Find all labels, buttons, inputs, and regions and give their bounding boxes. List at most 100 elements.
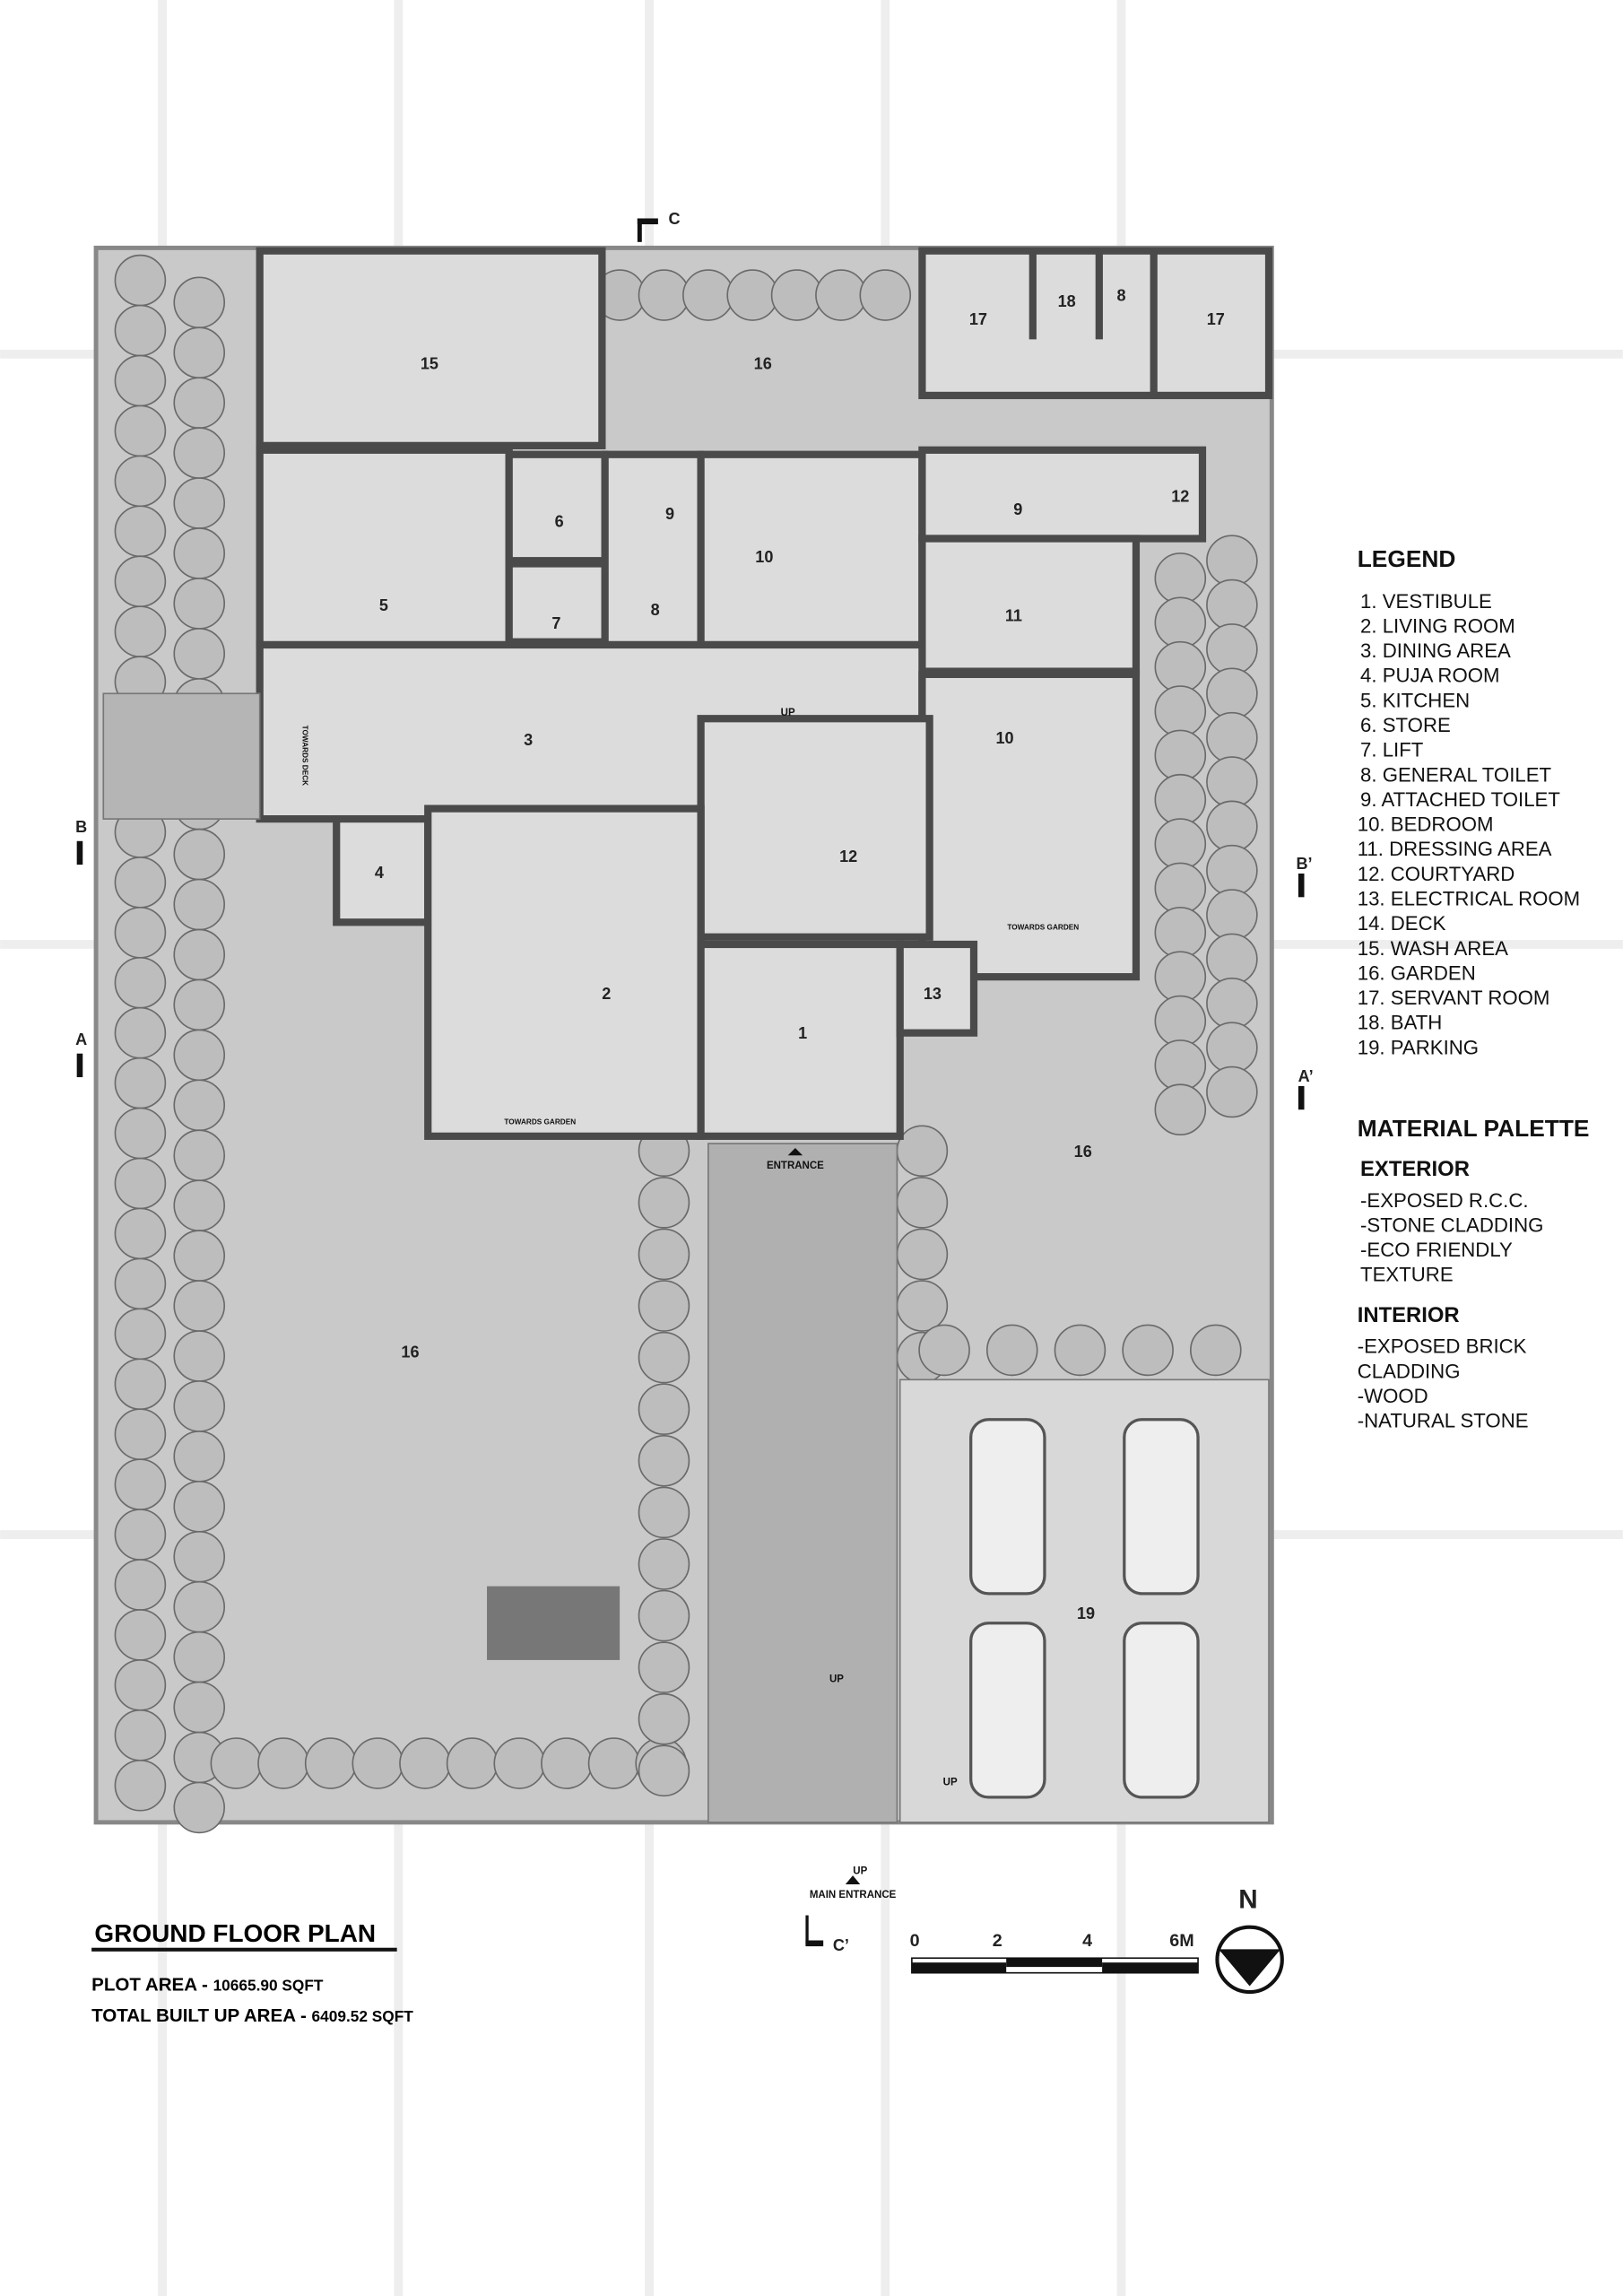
cars [969,1418,1200,1799]
tree-icon [114,1207,167,1260]
tree-icon [114,857,167,909]
material-palette-heading: MATERIAL PALETTE [1358,1115,1590,1142]
tree-icon [352,1737,404,1789]
tree-icon [114,956,167,1009]
tree-icon [638,1177,690,1229]
exterior-material: -ECO FRIENDLY [1360,1239,1513,1261]
room-labels: 15 16 17 18 8 17 5 6 7 9 8 10 9 12 11 3 … [375,287,1225,1622]
tree-icon [1154,1083,1207,1136]
tree-icon [173,1431,226,1483]
tree-icon [1206,933,1258,986]
tree-icon [114,1609,167,1661]
tree-icon [1190,1324,1242,1377]
room-vestibule [697,940,904,1140]
interior-heading: INTERIOR [1358,1303,1460,1327]
tree-icon [114,1759,167,1812]
built-up-label: TOTAL BUILT UP AREA - [91,2005,311,2026]
up-label: UP [829,1674,844,1685]
interior-material: CLADDING [1358,1360,1461,1382]
legend-item: 10. BEDROOM [1358,813,1494,836]
tree-icon [173,978,226,1031]
tree-icon [173,1580,226,1633]
tree-icon [173,1781,226,1834]
tree-icon [1154,1039,1207,1091]
legend-item: 19. PARKING [1358,1036,1479,1058]
built-up-value: 6409.52 SQFT [312,2007,414,2025]
tree-icon [173,578,226,630]
tree-icon [918,1324,970,1377]
tree-icon [304,1737,357,1789]
room-living [424,804,705,1140]
tree-icon [114,1257,167,1310]
legend-item: 2. LIVING ROOM [1360,614,1515,637]
tree-icon [638,269,690,321]
section-markers: C B B’ A A’ C’ [75,210,1314,1954]
interior-material: -WOOD [1358,1385,1428,1407]
annotations: ENTRANCE MAIN ENTRANCE UP UP UP UP TOWAR… [300,708,1079,1900]
tree-icon [173,928,226,981]
tree-icon [638,1641,690,1693]
landscape-trees [114,254,1258,1834]
tree-icon [1206,1065,1258,1118]
tree-icon [114,1308,167,1361]
room-label: 10 [995,729,1013,747]
tree-icon [726,269,778,321]
legend-item: 13. ELECTRICAL ROOM [1358,888,1580,910]
exterior-material: TEXTURE [1360,1264,1454,1286]
tree-icon [173,1380,226,1432]
tree-icon [114,1358,167,1411]
plot-area-value: 10665.90 SQFT [213,1976,324,1994]
exterior-material: -EXPOSED R.C.C. [1360,1189,1529,1212]
tree-icon [257,1737,309,1789]
legend-item: 5. KITCHEN [1360,689,1470,711]
tree-icon [1154,907,1207,959]
room-store [505,450,609,565]
legend-item: 1. VESTIBULE [1360,590,1492,613]
tree-icon [114,907,167,959]
tree-icon [173,1230,226,1282]
up-label: UP [853,1866,867,1876]
car [1123,1418,1200,1596]
scale-tick: 6M [1169,1931,1193,1951]
tree-icon [1206,667,1258,720]
room-label: 16 [754,354,772,372]
tree-icon [1206,578,1258,631]
tree-icon [446,1737,499,1789]
room-label: 8 [651,601,660,619]
legend-item: 6. STORE [1360,714,1451,736]
legend-item: 11. DRESSING AREA [1358,838,1552,860]
tree-icon [114,1006,167,1059]
tree-icon [859,269,912,321]
tree-icon [1154,862,1207,915]
tree-icon [896,1125,949,1178]
tree-icon [1206,889,1258,941]
tree-icon [114,1709,167,1761]
room-electrical [896,940,978,1037]
room-label: 12 [1171,487,1189,505]
tree-icon [638,1383,690,1435]
tree-icon [173,1330,226,1382]
room-dressing [918,535,1141,675]
room-label: 4 [375,864,384,882]
legend-item: 3. DINING AREA [1360,639,1511,662]
tree-icon [493,1737,546,1789]
tree-icon [114,1157,167,1210]
tree-icon [638,1744,690,1797]
scale-tick: 2 [993,1931,1002,1951]
room-label: 13 [924,985,942,1003]
scale-tick: 4 [1082,1931,1092,1951]
tree-icon [114,1107,167,1160]
tree-icon [815,269,867,321]
tree-icon [114,1057,167,1109]
scale-bar: 0 2 4 6M [910,1931,1199,1974]
room-label: 11 [1005,607,1022,625]
up-label: UP [781,708,795,718]
tree-icon [173,1079,226,1132]
room-label: 16 [1074,1143,1092,1161]
tree-icon [114,505,167,558]
room-courtyard [697,715,933,941]
legend-item: 12. COURTYARD [1358,863,1515,885]
exterior-heading: EXTERIOR [1360,1157,1470,1181]
tree-icon [114,555,167,608]
tree-icon [1154,773,1207,826]
